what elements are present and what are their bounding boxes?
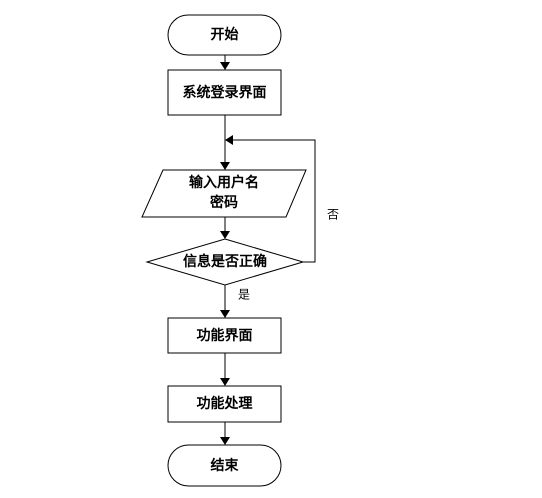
decision-node: 信息是否正确 — [145, 238, 305, 286]
end-node: 结束 — [167, 444, 282, 487]
decision-label: 信息是否正确 — [183, 253, 267, 270]
login-node: 系统登录界面 — [167, 69, 282, 116]
input-label-line2: 密码 — [209, 194, 238, 211]
start-node: 开始 — [167, 14, 282, 56]
input-label-line1: 输入用户名 — [189, 174, 259, 191]
input-parallelogram-shape — [141, 169, 307, 218]
arrow-process-to-end — [220, 422, 230, 445]
arrow-input-to-decision — [220, 217, 230, 239]
login-process-box — [167, 69, 282, 116]
end-label: 结束 — [211, 457, 240, 474]
function-process-node: 功能处理 — [167, 385, 282, 423]
function-page-label: 功能界面 — [197, 327, 253, 344]
function-process-box — [167, 385, 282, 423]
login-label: 系统登录界面 — [183, 84, 267, 101]
arrow-decision-yes — [220, 285, 230, 318]
arrow-start-to-login — [220, 55, 230, 70]
arrow-page-to-process — [220, 353, 230, 386]
arrow-login-to-input — [220, 115, 230, 170]
function-page-node: 功能界面 — [167, 317, 282, 354]
function-process-label: 功能处理 — [197, 395, 253, 412]
start-label: 开始 — [211, 26, 239, 43]
arrow-decision-no-loop — [225, 135, 316, 263]
end-terminal-shape — [167, 444, 282, 487]
yes-branch-label: 是 — [238, 288, 250, 302]
no-branch-label: 否 — [327, 208, 339, 222]
input-node: 输入用户名 密码 — [141, 169, 307, 218]
